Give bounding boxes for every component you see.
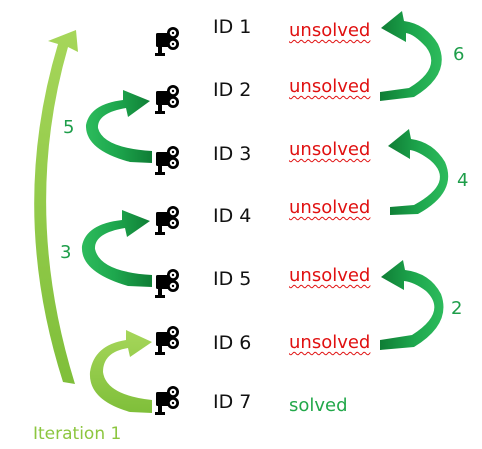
row-id-label: ID 2 bbox=[213, 79, 252, 101]
row-id-label: ID 3 bbox=[213, 143, 252, 165]
step-arrow-5 bbox=[85, 90, 152, 163]
row-id-label: ID 6 bbox=[213, 332, 252, 354]
row-status-label: unsolved bbox=[289, 265, 371, 286]
row-status-label: unsolved bbox=[289, 139, 371, 160]
iteration-label: Iteration 1 bbox=[33, 424, 122, 444]
step-number-4: 4 bbox=[457, 170, 469, 191]
step-number-2: 2 bbox=[451, 298, 463, 319]
row-status-label: unsolved bbox=[289, 20, 371, 41]
step-arrow-6 bbox=[380, 11, 442, 101]
camera-icon bbox=[155, 386, 179, 415]
camera-icon bbox=[155, 27, 179, 56]
camera-icon bbox=[155, 269, 179, 298]
row-id-label: ID 5 bbox=[213, 268, 252, 290]
step-number-3: 3 bbox=[60, 242, 72, 263]
step-arrow-2 bbox=[380, 260, 444, 350]
camera-icon bbox=[155, 206, 179, 235]
row-status-label: unsolved bbox=[289, 332, 371, 353]
step-number-5: 5 bbox=[63, 117, 75, 138]
camera-icon bbox=[155, 326, 179, 355]
iteration-arrow bbox=[34, 30, 78, 384]
row-status-label: solved bbox=[289, 395, 348, 416]
row-status-label: unsolved bbox=[289, 76, 371, 97]
step-number-6: 6 bbox=[453, 44, 465, 65]
row-status-label: unsolved bbox=[289, 197, 371, 218]
camera-icon bbox=[155, 146, 179, 175]
row-id-label: ID 1 bbox=[213, 16, 252, 38]
camera-icon bbox=[155, 85, 179, 114]
step-arrow-4 bbox=[388, 129, 449, 215]
row-id-label: ID 7 bbox=[213, 391, 252, 413]
step-arrow-3 bbox=[81, 210, 152, 287]
solved-arrow bbox=[89, 330, 152, 413]
row-id-label: ID 4 bbox=[213, 205, 252, 227]
